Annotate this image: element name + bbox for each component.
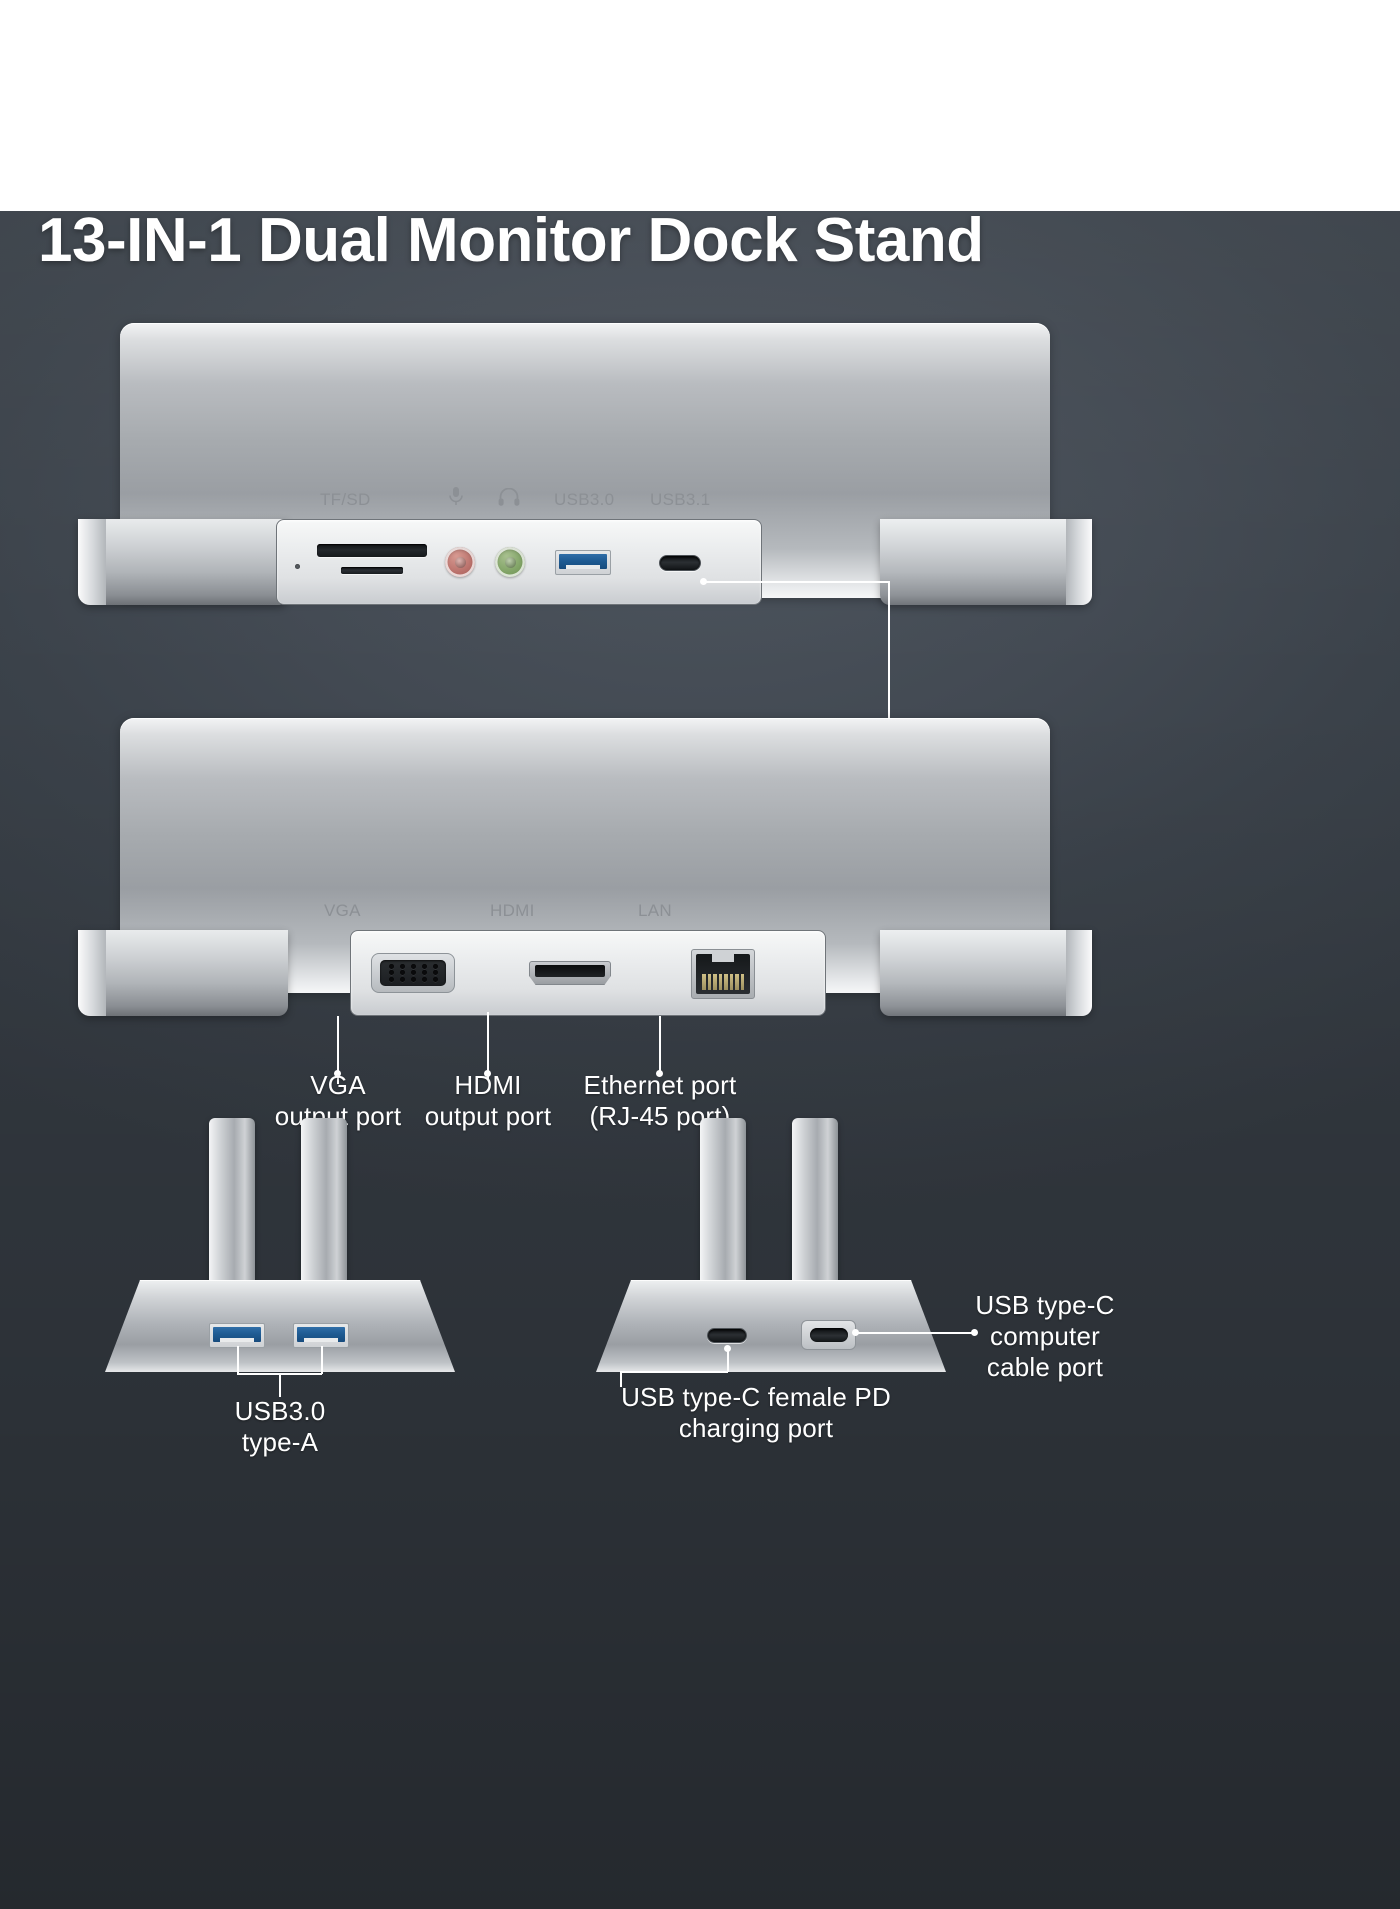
usb-tongue xyxy=(559,554,607,569)
usb-tongue xyxy=(213,1327,261,1342)
silk-label-hdmi: HDMI xyxy=(490,901,535,920)
dock-foot-left-front xyxy=(78,519,288,605)
led-indicator xyxy=(295,564,300,569)
dock-foot-right-front xyxy=(880,519,1092,605)
port-plate-front xyxy=(276,519,762,605)
callout-base-usb30-type-a: USB3.0 type-A xyxy=(234,1396,326,1457)
tf-card-slot[interactable] xyxy=(341,567,403,574)
rj45-pins xyxy=(702,974,744,990)
callout-usbc-pd: USB type-C female PD charging port xyxy=(621,1382,891,1443)
leader-usbc-pd-v2 xyxy=(620,1371,622,1387)
leader-usba-base-v xyxy=(279,1373,281,1397)
page-title: 13-IN-1 Dual Monitor Dock Stand xyxy=(38,206,984,275)
usb-tongue xyxy=(297,1327,345,1342)
callout-usbc-computer-cable: USB type-C computer cable port xyxy=(975,1290,1115,1382)
usb3-type-a-base-1[interactable] xyxy=(209,1323,265,1348)
sd-card-slot[interactable] xyxy=(317,544,427,557)
usb31-type-c-port[interactable] xyxy=(659,555,701,571)
silk-label-usb31-front: USB3.1 xyxy=(650,490,711,509)
usb-c-computer-cable-port[interactable] xyxy=(801,1320,856,1350)
leader-lan xyxy=(659,1016,661,1076)
base-plate-right xyxy=(596,1280,946,1372)
dock-stand-front-view: TF/SD USB3.0 USB3.1 xyxy=(78,323,1092,633)
audio-jack-port[interactable] xyxy=(495,547,525,577)
silk-label-tf-sd: TF/SD xyxy=(320,490,371,509)
vga-port[interactable] xyxy=(371,953,455,993)
dot-hdmi xyxy=(484,1070,491,1077)
rj45-cavity xyxy=(696,950,750,994)
lan-rj45-port[interactable] xyxy=(691,949,755,999)
callout-hdmi-output: HDMI output port xyxy=(424,1070,552,1131)
dot-usbc-computer-end xyxy=(971,1329,978,1336)
leader-usbc-h1 xyxy=(703,581,890,583)
hdmi-port[interactable] xyxy=(529,961,611,985)
leader-vga xyxy=(337,1016,339,1084)
leader-usbc-v xyxy=(888,581,890,806)
prong-left-2 xyxy=(301,1118,347,1288)
usb3-type-a-port-front[interactable] xyxy=(555,550,611,575)
leader-usba-b1 xyxy=(237,1346,239,1374)
stand-base-left xyxy=(105,1118,455,1372)
base-plate-left xyxy=(105,1280,455,1372)
stand-base-right xyxy=(596,1118,946,1372)
microphone-icon xyxy=(449,487,463,505)
dock-foot-left-back xyxy=(78,930,288,1016)
prong-right-2 xyxy=(792,1118,838,1288)
top-white-strip xyxy=(0,0,1400,211)
hdmi-cavity xyxy=(535,965,605,977)
mic-jack-port[interactable] xyxy=(445,547,475,577)
silk-label-lan: LAN xyxy=(638,901,672,920)
dot-vga xyxy=(334,1070,341,1077)
dot-lan xyxy=(656,1070,663,1077)
vga-pin-grid xyxy=(380,960,446,986)
headphone-icon xyxy=(498,488,520,506)
prong-right-1 xyxy=(700,1118,746,1288)
leader-hdmi xyxy=(487,1012,489,1080)
leader-usbc-computer-h xyxy=(855,1332,975,1334)
silk-label-vga: VGA xyxy=(324,901,361,920)
usb3-type-a-base-2[interactable] xyxy=(293,1323,349,1348)
leader-usbc-pd-v xyxy=(727,1348,729,1372)
usb-c-pd-charging-port[interactable] xyxy=(707,1328,747,1343)
prong-left-1 xyxy=(209,1118,255,1288)
leader-usbc-pd-h xyxy=(620,1371,728,1373)
dock-stand-back-view: VGA HDMI LAN xyxy=(78,718,1092,1048)
dock-foot-right-back xyxy=(880,930,1092,1016)
usb-c-cavity xyxy=(809,1328,848,1342)
port-plate-back xyxy=(350,930,826,1016)
leader-usba-b2 xyxy=(321,1346,323,1374)
silk-label-usb30-front: USB3.0 xyxy=(554,490,615,509)
callout-ethernet-port: Ethernet port (RJ-45 port) xyxy=(583,1070,737,1131)
